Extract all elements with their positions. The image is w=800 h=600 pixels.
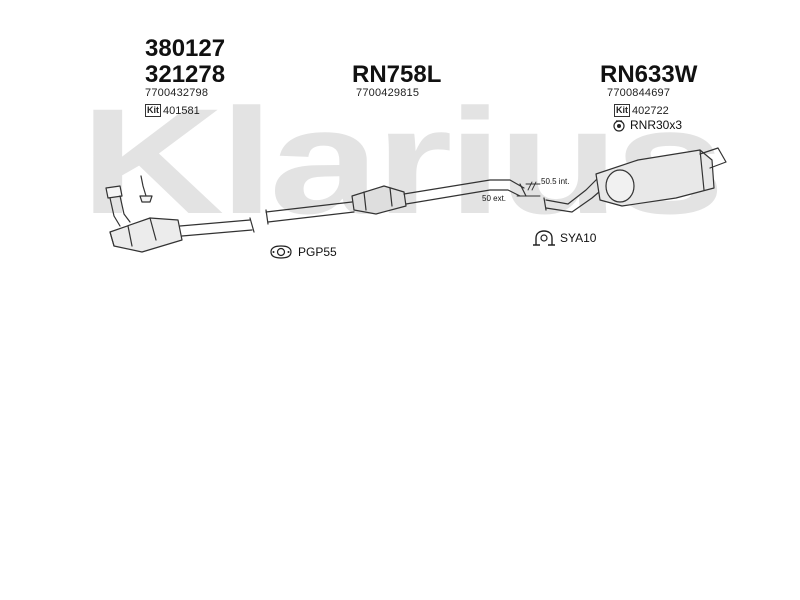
front-oe-number: 7700432798 [145, 87, 209, 99]
kit-icon: Kit [614, 104, 630, 117]
kit-icon: Kit [145, 104, 161, 117]
centre-section-drawing [265, 179, 527, 225]
clamp-label: SYA10 [560, 231, 597, 245]
front-section-drawing [105, 175, 255, 253]
front-kit-number: 401581 [163, 104, 200, 117]
gasket-icon [270, 245, 292, 259]
front-kit-row: Kit 401581 [145, 104, 200, 117]
rear-oe-number: 7700844697 [607, 87, 671, 99]
rear-part-number: RN633W [600, 61, 698, 88]
rear-kit-number: 402722 [632, 104, 669, 117]
dimension-internal-label: 50.5 int. [541, 177, 570, 186]
centre-part-number: RN758L [352, 61, 442, 88]
clamp-accessory: SYA10 [532, 229, 596, 247]
front-part-number-2: 321278 [145, 61, 226, 88]
gasket-accessory: PGP55 [268, 244, 337, 260]
rear-mount-accessory: RNR30x3 [612, 118, 682, 132]
dimension-external-label: 50 ext. [482, 194, 507, 203]
rubber-mount-icon [613, 120, 625, 132]
gasket-label: PGP55 [298, 245, 337, 259]
front-part-number-1: 380127 [145, 35, 226, 62]
dimension-marks [516, 181, 541, 197]
rear-section-drawing [543, 147, 727, 213]
rear-kit-row: Kit 402722 [614, 104, 669, 117]
centre-oe-number: 7700429815 [356, 87, 420, 99]
rear-mount-label: RNR30x3 [630, 118, 683, 132]
clamp-icon [533, 230, 555, 246]
